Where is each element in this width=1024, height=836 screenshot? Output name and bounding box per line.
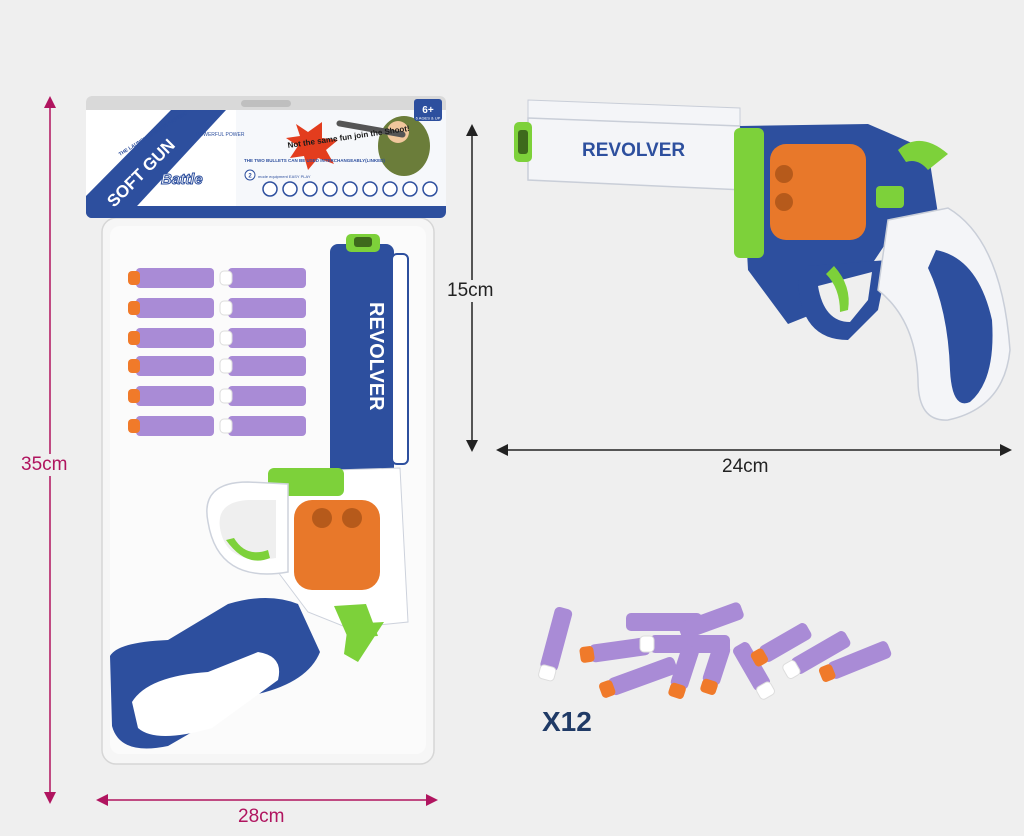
- feature-powerful: POWERFUL POWER: [196, 132, 245, 138]
- hammer: [898, 140, 948, 170]
- barrel-brand-text: REVOLVER: [365, 302, 387, 411]
- easy-play-text: mode equipment EASY PLAY: [258, 174, 311, 179]
- packaged-darts: [128, 268, 306, 436]
- cartoon-soldier-icon: [336, 116, 430, 176]
- age-badge-text: 6+: [422, 105, 434, 116]
- age-badge-sub: 6 AGES & UP: [416, 116, 441, 121]
- package-height-label: 35cm: [21, 454, 68, 476]
- explosion-icon: [286, 122, 338, 170]
- dart-column-right: [219, 268, 306, 436]
- gun-height-label: 15cm: [447, 280, 494, 302]
- gun-width-label: 24cm: [722, 456, 769, 477]
- package-width-label: 28cm: [238, 806, 285, 827]
- dart-count-label: X12: [542, 706, 592, 737]
- cylinder: [770, 144, 866, 240]
- bullets-text: THE TWO BULLETS CAN BE USED INTERCHANGEA…: [244, 158, 385, 163]
- barrel: [330, 244, 394, 480]
- display-brand-text: REVOLVER: [582, 140, 685, 161]
- easy-play-count: 2: [248, 174, 252, 180]
- trigger: [826, 266, 849, 312]
- header-card: 6+ 6 AGES & UP SOFT GUN THE LAUNCH SPEED…: [86, 96, 446, 218]
- loose-darts: [538, 602, 892, 700]
- display-revolver: REVOLVER: [514, 99, 1011, 421]
- hang-hole: [241, 100, 291, 107]
- packaged-revolver: REVOLVER: [110, 234, 409, 749]
- age-badge: [414, 99, 442, 121]
- brand-logo: Battle: [161, 171, 203, 188]
- dart-column-left: [128, 268, 214, 436]
- trigger: [226, 538, 270, 561]
